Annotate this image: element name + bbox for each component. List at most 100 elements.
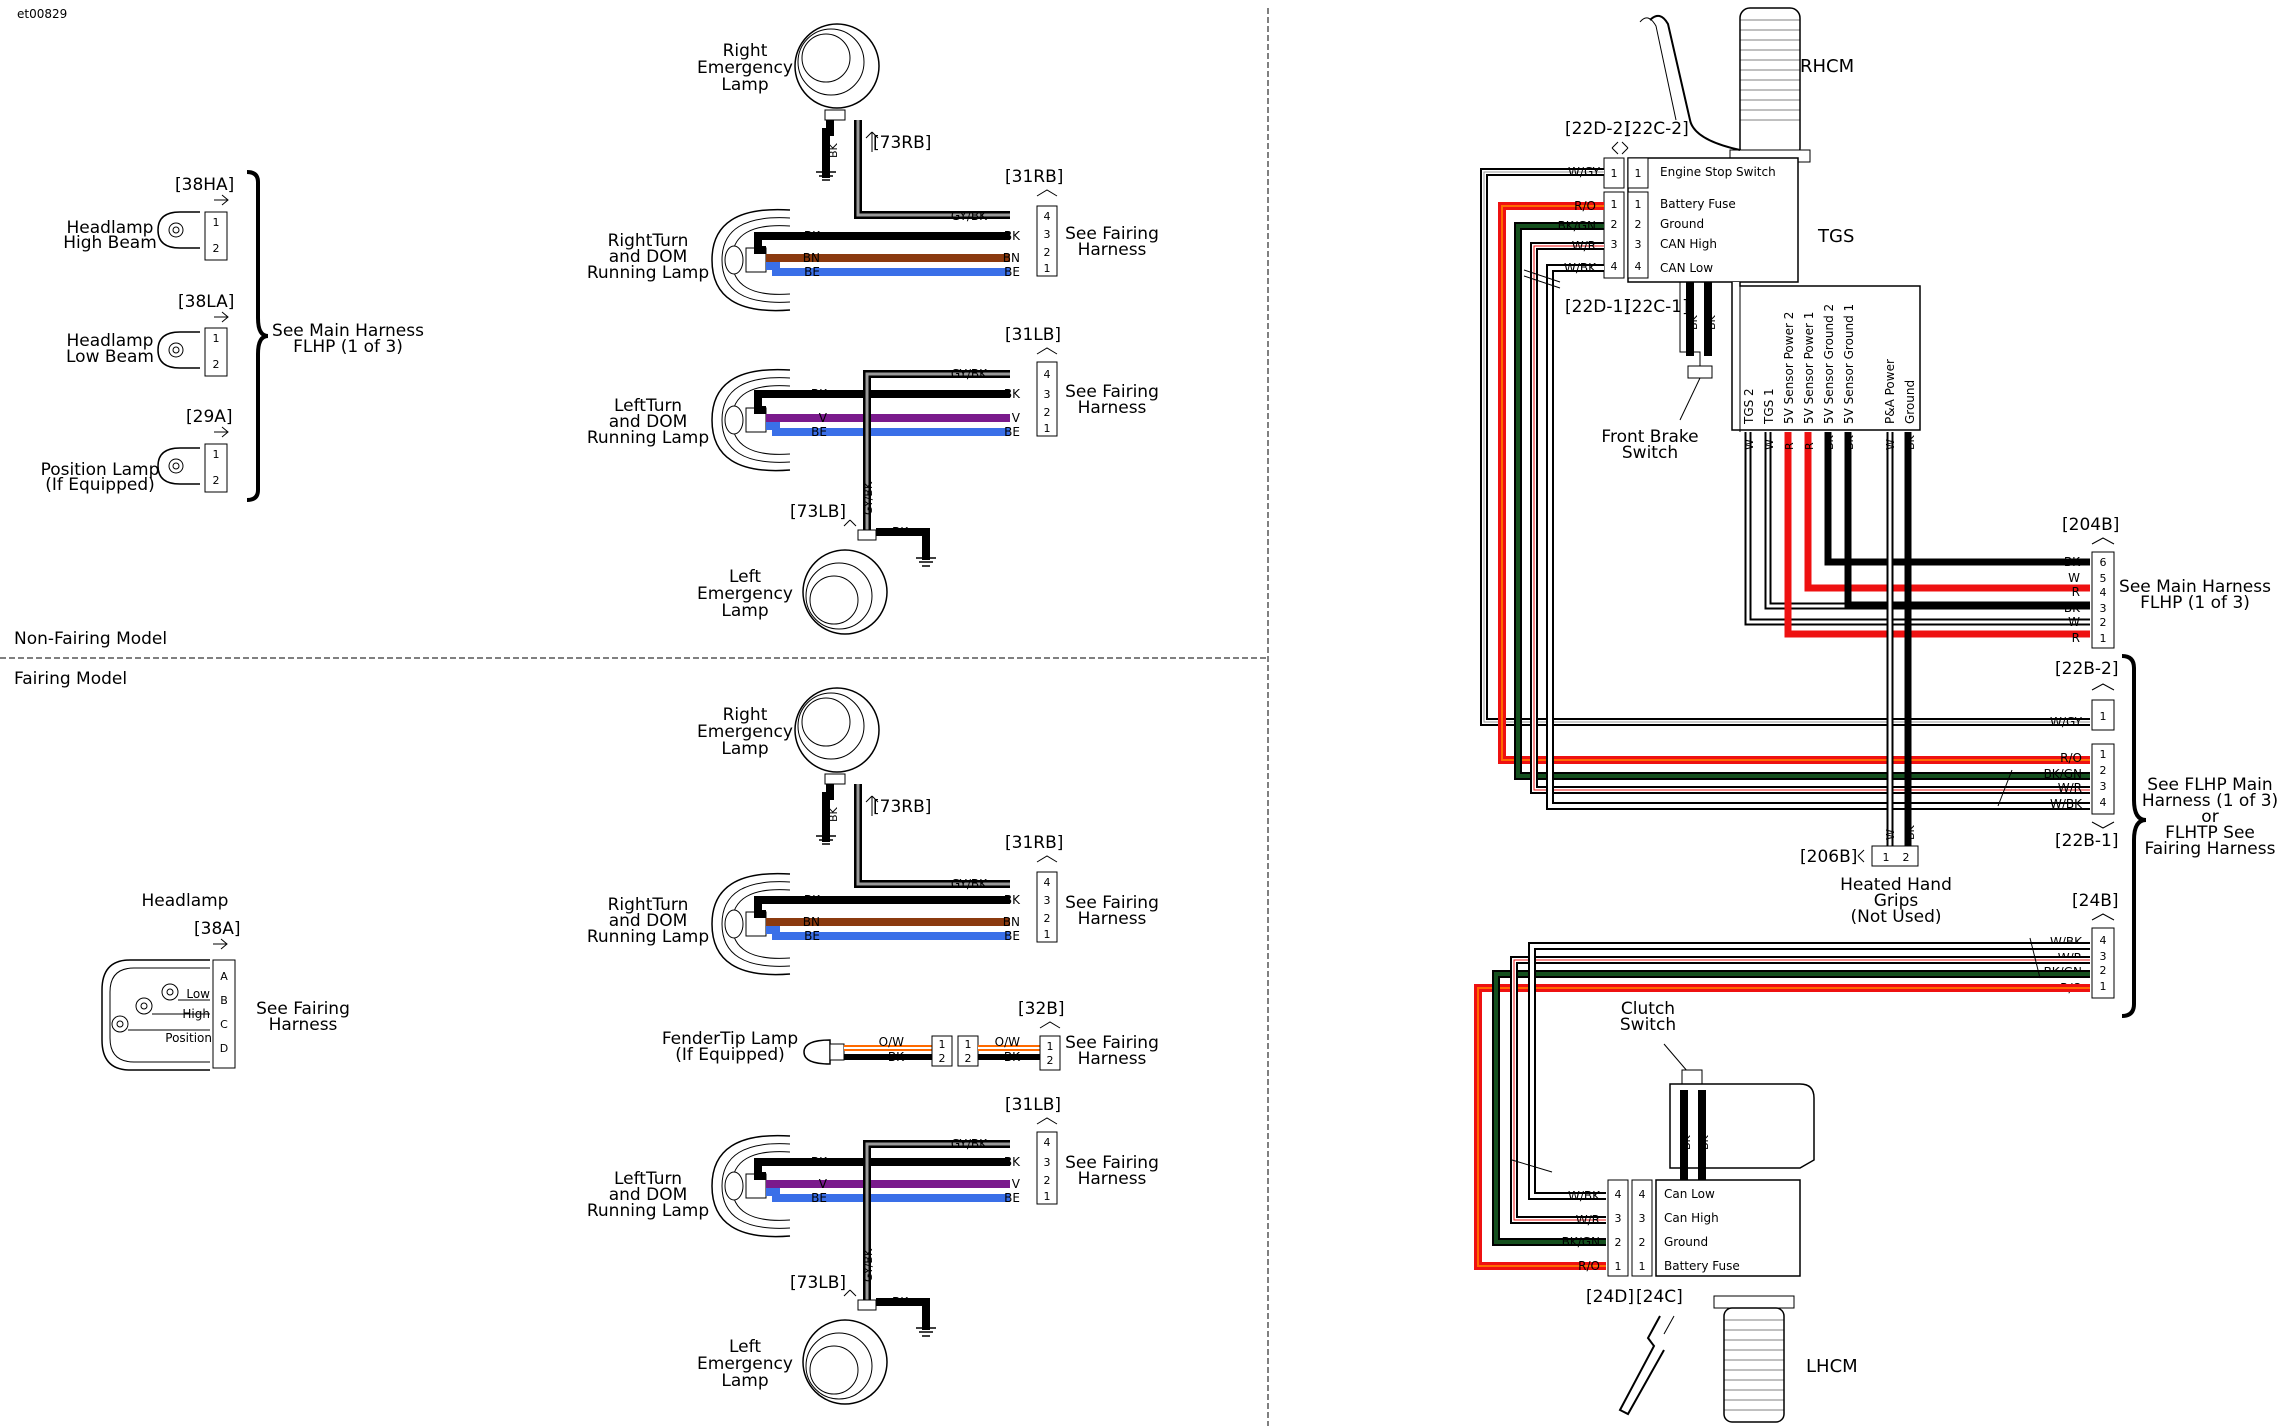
svg-text:GY/BK: GY/BK (862, 481, 875, 515)
svg-text:1: 1 (2100, 710, 2107, 723)
svg-text:and DOM: and DOM (609, 247, 688, 267)
svg-text:3: 3 (1639, 1212, 1646, 1225)
svg-text:[31RB]: [31RB] (1005, 833, 1063, 853)
svg-text:2: 2 (1044, 406, 1051, 419)
svg-text:TGS 1: TGS 1 (1762, 388, 1776, 425)
svg-text:O/W: O/W (995, 1035, 1020, 1049)
svg-text:2: 2 (1615, 1236, 1622, 1249)
svg-text:4: 4 (1639, 1188, 1646, 1201)
svg-text:Harness: Harness (269, 1015, 338, 1035)
svg-text:GY/BK: GY/BK (951, 209, 988, 223)
svg-text:2: 2 (213, 474, 220, 487)
svg-text:R: R (1783, 442, 1796, 450)
svg-text:Low: Low (186, 987, 210, 1001)
svg-text:BN: BN (803, 915, 820, 929)
svg-text:See Fairing: See Fairing (1065, 224, 1159, 244)
svg-text:R/O: R/O (1578, 1259, 1600, 1273)
tgs-module (1731, 282, 1921, 431)
svg-text:D: D (220, 1042, 228, 1055)
svg-text:W/R: W/R (2058, 781, 2082, 795)
svg-text:LeftTurn: LeftTurn (614, 1169, 682, 1189)
svg-text:CAN Low: CAN Low (1660, 261, 1713, 275)
svg-text:Switch: Switch (1620, 1015, 1676, 1035)
svg-text:(Not Used): (Not Used) (1850, 907, 1941, 927)
svg-text:3: 3 (2100, 780, 2107, 793)
svg-text:3: 3 (1044, 894, 1051, 907)
svg-text:3: 3 (1615, 1212, 1622, 1225)
svg-text:Fairing Harness: Fairing Harness (2145, 839, 2276, 859)
svg-text:W/BK: W/BK (1568, 1189, 1601, 1203)
svg-text:Can Low: Can Low (1664, 1187, 1715, 1201)
svg-text:FenderTip Lamp: FenderTip Lamp (662, 1029, 798, 1049)
svg-text:Left: Left (729, 1337, 761, 1357)
svg-text:2: 2 (1635, 218, 1642, 231)
svg-text:1: 1 (1044, 262, 1051, 275)
svg-text:See Main Harness: See Main Harness (2119, 577, 2271, 597)
svg-text:GY/BK: GY/BK (862, 1248, 875, 1282)
svg-text:BK: BK (804, 893, 821, 907)
svg-text:3: 3 (1611, 238, 1618, 251)
svg-text:R: R (2072, 585, 2080, 599)
svg-text:BE: BE (1004, 929, 1020, 943)
svg-text:2: 2 (2100, 764, 2107, 777)
svg-text:W: W (1743, 439, 1756, 450)
svg-text:W/BK: W/BK (1564, 261, 1597, 275)
svg-text:O/W: O/W (879, 1035, 904, 1049)
svg-text:See Fairing: See Fairing (1065, 1033, 1159, 1053)
svg-text:5V Sensor Ground 2: 5V Sensor Ground 2 (1822, 304, 1836, 424)
svg-text:1: 1 (213, 448, 220, 461)
svg-text:5: 5 (2100, 572, 2107, 585)
clutch-switch: Clutch Switch BK BK (1620, 999, 1815, 1180)
svg-text:Emergency: Emergency (697, 1354, 793, 1374)
svg-text:Harness (1 of 3): Harness (1 of 3) (2142, 791, 2278, 811)
svg-text:2: 2 (1047, 1054, 1054, 1067)
svg-text:BK: BK (892, 1295, 909, 1309)
svg-text:2: 2 (1611, 218, 1618, 231)
svg-text:A: A (220, 970, 228, 983)
svg-text:(If Equipped): (If Equipped) (675, 1045, 785, 1065)
svg-text:1: 1 (213, 216, 220, 229)
svg-text:[73LB]: [73LB] (790, 502, 846, 522)
svg-text:(If Equipped): (If Equipped) (45, 475, 155, 495)
svg-text:Headlamp: Headlamp (67, 331, 154, 351)
svg-text:4: 4 (1635, 260, 1642, 273)
svg-text:BN: BN (1003, 915, 1020, 929)
svg-text:See Fairing: See Fairing (1065, 1153, 1159, 1173)
svg-text:Running Lamp: Running Lamp (587, 927, 709, 947)
svg-text:[31LB]: [31LB] (1005, 1095, 1061, 1115)
svg-text:R: R (2072, 631, 2080, 645)
svg-text:BK: BK (1843, 434, 1856, 450)
svg-text:2: 2 (1903, 851, 1910, 864)
svg-text:[73LB]: [73LB] (790, 1273, 846, 1293)
svg-text:[73RB]: [73RB] (873, 797, 931, 817)
svg-text:5V Sensor Power 2: 5V Sensor Power 2 (1782, 312, 1796, 424)
svg-text:BK: BK (2064, 601, 2081, 615)
connector-204b: [204B] (2062, 515, 2119, 535)
svg-text:FLHTP See: FLHTP See (2165, 823, 2255, 843)
headlamp-low-beam: Headlamp Low Beam 1 2 [38LA] (66, 292, 234, 377)
svg-text:Harness: Harness (1078, 909, 1147, 929)
svg-text:Running Lamp: Running Lamp (587, 428, 709, 448)
svg-text:BK/GN: BK/GN (1562, 1235, 1600, 1249)
svg-text:4: 4 (2100, 796, 2107, 809)
svg-text:Lamp: Lamp (721, 1371, 768, 1391)
svg-text:[24C]: [24C] (1636, 1287, 1683, 1307)
svg-text:BK: BK (1680, 1134, 1693, 1150)
svg-text:Lamp: Lamp (721, 75, 768, 95)
svg-text:Harness: Harness (1078, 1049, 1147, 1069)
fairing-headlamp: Headlamp [38A] Low High Position A B C D (101, 891, 241, 1071)
svg-text:Grips: Grips (1874, 891, 1919, 911)
svg-text:and DOM: and DOM (609, 412, 688, 432)
svg-text:4: 4 (1044, 210, 1051, 223)
svg-text:Heated Hand: Heated Hand (1840, 875, 1952, 895)
svg-text:BK: BK (1904, 434, 1917, 450)
svg-text:Front Brake: Front Brake (1601, 427, 1698, 447)
connector-38ha: [38HA] (175, 175, 234, 195)
svg-text:BK: BK (1705, 314, 1718, 330)
svg-text:High: High (182, 1007, 210, 1021)
svg-text:1: 1 (1635, 167, 1642, 180)
svg-text:BE: BE (1004, 425, 1020, 439)
svg-text:GY/BK: GY/BK (951, 877, 988, 891)
svg-text:FLHP (1 of 3): FLHP (1 of 3) (293, 337, 403, 357)
svg-text:BK: BK (888, 1050, 905, 1064)
